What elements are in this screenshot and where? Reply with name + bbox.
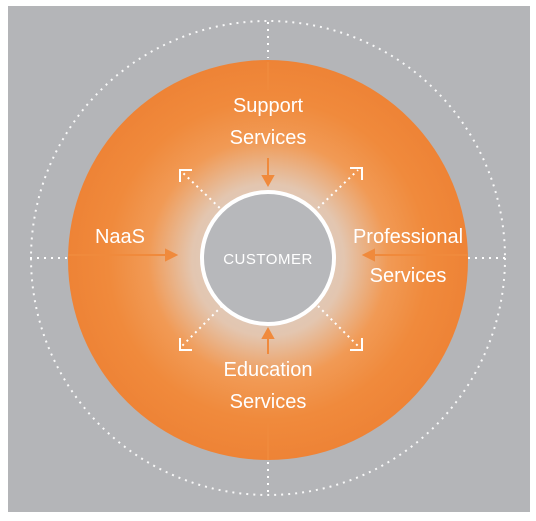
support-services-line1: Support [233, 95, 303, 117]
support-services-line2: Services [230, 127, 307, 149]
arrow-right-head [361, 248, 375, 262]
customer-label: CUSTOMER [223, 251, 313, 268]
diag-bracket-bottom-right [350, 338, 363, 351]
diag-bracket-bottom-left [179, 338, 192, 351]
inward-arrows [68, 158, 468, 354]
customer-circle [200, 190, 336, 326]
diag-arrow-top-left [181, 171, 225, 213]
professional-services-line2: Services [370, 265, 447, 287]
arrow-left-head [165, 248, 179, 262]
diag-bracket-top-right [350, 167, 363, 180]
education-services-line2: Services [230, 391, 307, 413]
arrow-bottom-head [261, 326, 275, 339]
professional-services-line1: Professional [353, 226, 463, 248]
naas-label: NaaS [95, 226, 145, 248]
arrow-top-head [261, 175, 275, 188]
education-services-line1: Education [224, 359, 313, 381]
outward-diagonal-arrows [179, 167, 363, 351]
diag-bracket-top-left [179, 169, 192, 182]
